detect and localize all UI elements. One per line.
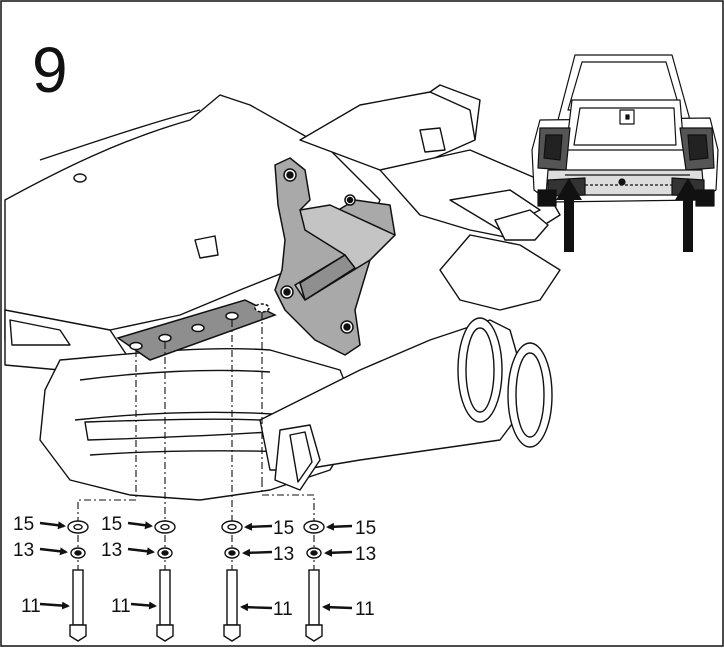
floor-slot bbox=[194, 235, 219, 259]
part-label-washer-b: 13 bbox=[273, 544, 294, 565]
part-label-washer-a: 15 bbox=[13, 514, 34, 535]
hardware-stack-2 bbox=[154, 520, 176, 642]
floor-edge bbox=[39, 109, 201, 161]
bolt-icon bbox=[223, 569, 241, 642]
callout-arrows bbox=[39, 521, 353, 612]
hardware-stack-4 bbox=[303, 520, 325, 642]
floor-hole bbox=[73, 173, 87, 183]
exhaust-tip-left bbox=[457, 317, 503, 423]
underbody-scene bbox=[4, 84, 561, 501]
part-label-washer-a: 15 bbox=[101, 514, 122, 535]
bolt-icon bbox=[305, 569, 323, 642]
step-number: 9 bbox=[32, 34, 68, 106]
part-label-washer-a: 15 bbox=[355, 518, 376, 539]
bracket-plate bbox=[274, 157, 396, 356]
floor-panel bbox=[4, 94, 381, 341]
part-label-washer-b: 13 bbox=[355, 544, 376, 565]
bolt-icon bbox=[156, 569, 174, 642]
part-label-washer-b: 13 bbox=[101, 540, 122, 561]
part-label-washer-a: 15 bbox=[273, 518, 294, 539]
backing-plate bbox=[116, 299, 277, 361]
part-label-bolt: 11 bbox=[111, 596, 131, 617]
hardware-stack-1 bbox=[67, 520, 89, 642]
vehicle-rear-inset bbox=[531, 54, 719, 252]
tow-bracket bbox=[274, 157, 396, 356]
exhaust-tip-right bbox=[507, 342, 553, 448]
bolt-icon bbox=[69, 569, 87, 642]
part-label-bolt: 11 bbox=[273, 599, 293, 620]
rail-lower bbox=[439, 234, 561, 311]
arrow-up-icon bbox=[675, 178, 701, 252]
pipe-flange bbox=[274, 424, 321, 491]
part-label-washer-b: 13 bbox=[13, 540, 34, 561]
part-label-bolt: 11 bbox=[21, 596, 41, 617]
hardware-stack-3 bbox=[221, 520, 243, 642]
part-label-bolt: 11 bbox=[355, 599, 375, 620]
arrow-up-icon bbox=[556, 178, 582, 252]
